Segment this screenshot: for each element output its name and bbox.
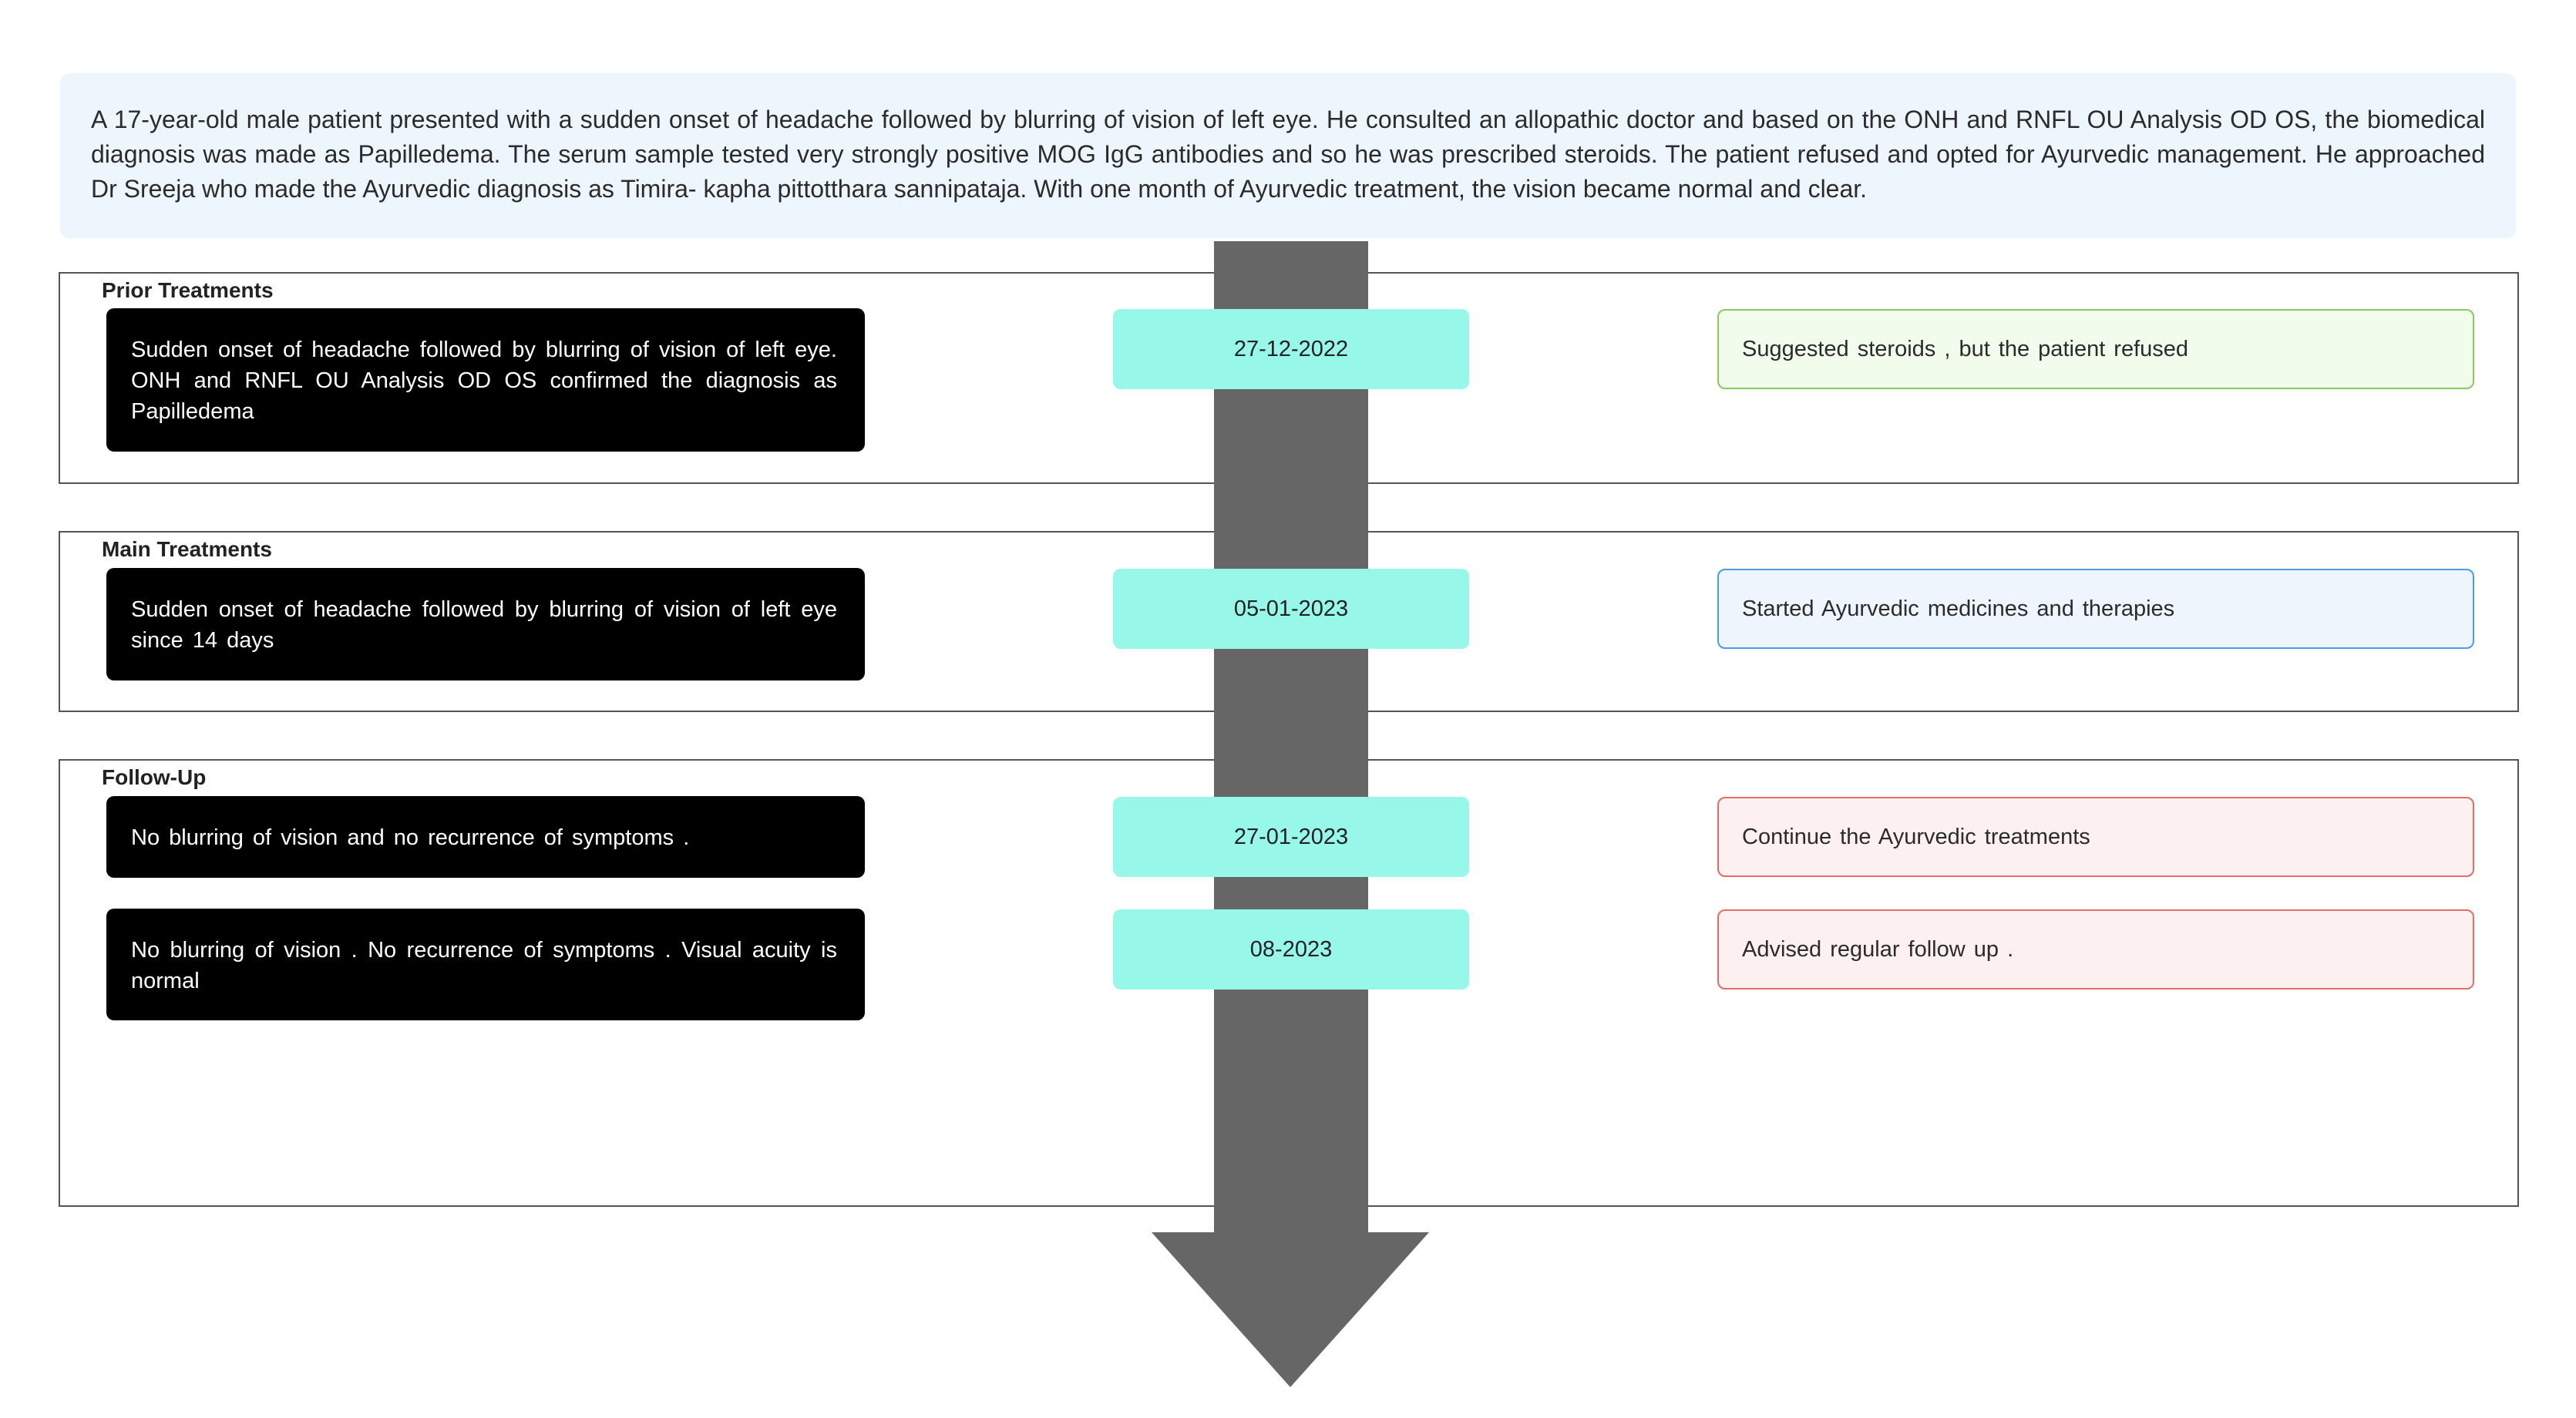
- event-outcome: Advised regular follow up .: [1717, 909, 2474, 990]
- event-date: 08-2023: [1113, 909, 1469, 990]
- event-description: No blurring of vision and no recurrence …: [106, 796, 865, 878]
- event-date: 27-01-2023: [1113, 797, 1469, 877]
- event-description: Sudden onset of headache followed by blu…: [106, 308, 865, 452]
- event-outcome: Continue the Ayurvedic treatments: [1717, 797, 2474, 877]
- event-outcome: Suggested steroids , but the patient ref…: [1717, 309, 2474, 389]
- timeline-arrow-head: [1152, 1232, 1429, 1387]
- section-title: Main Treatments: [102, 537, 272, 561]
- timeline-arrow-shaft: [1214, 241, 1368, 1234]
- event-date: 05-01-2023: [1113, 569, 1469, 649]
- event-date: 27-12-2022: [1113, 309, 1469, 389]
- event-description: No blurring of vision . No recurrence of…: [106, 909, 865, 1020]
- section-title: Follow-Up: [102, 765, 207, 789]
- event-outcome: Started Ayurvedic medicines and therapie…: [1717, 569, 2474, 649]
- section-title: Prior Treatments: [102, 278, 274, 302]
- case-summary: A 17-year-old male patient presented wit…: [60, 73, 2516, 238]
- event-description: Sudden onset of headache followed by blu…: [106, 568, 865, 680]
